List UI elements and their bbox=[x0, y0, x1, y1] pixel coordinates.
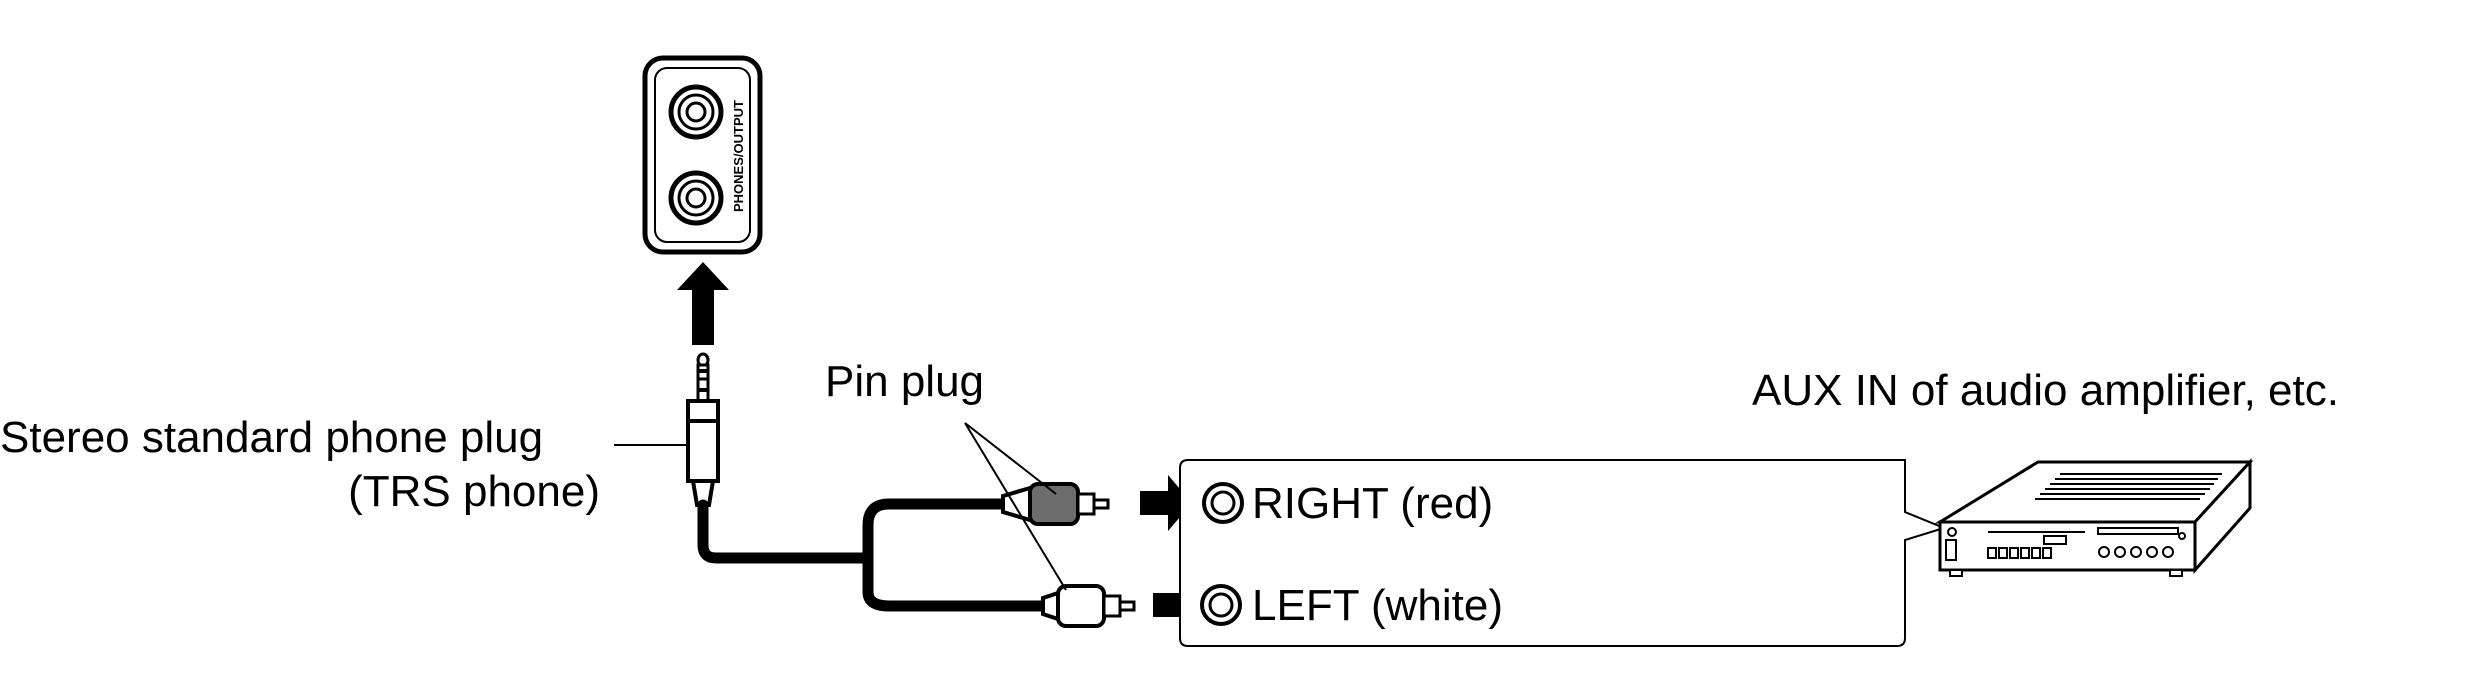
pin-plug-label: Pin plug bbox=[825, 357, 984, 406]
phone-plug-sublabel: (TRS phone) bbox=[348, 467, 600, 516]
jack-socket-icon bbox=[668, 84, 724, 140]
audio-amplifier-icon bbox=[1934, 458, 2254, 577]
left-channel-label: LEFT (white) bbox=[1252, 581, 1503, 630]
cable bbox=[697, 498, 1051, 612]
phones-output-panel: PHONES/OUTPUT bbox=[642, 55, 763, 255]
panel-jack-label: PHONES/OUTPUT bbox=[731, 100, 746, 212]
jack-socket-icon bbox=[668, 170, 724, 226]
rca-jack-icon bbox=[1200, 584, 1242, 626]
stereo-phone-plug bbox=[686, 352, 720, 507]
aux-in-label: AUX IN of audio amplifier, etc. bbox=[1752, 366, 2339, 415]
phone-plug-label: Stereo standard phone plug bbox=[0, 413, 543, 462]
rca-jack-icon bbox=[1202, 482, 1244, 524]
rca-plug-red bbox=[1001, 482, 1110, 526]
aux-in-callout: RIGHT (red) LEFT (white) bbox=[1179, 459, 1947, 647]
rca-plug-white bbox=[1041, 584, 1136, 628]
right-channel-label: RIGHT (red) bbox=[1252, 479, 1493, 528]
arrow-up-icon bbox=[677, 262, 729, 345]
pin-plug-leaders bbox=[964, 422, 1067, 591]
